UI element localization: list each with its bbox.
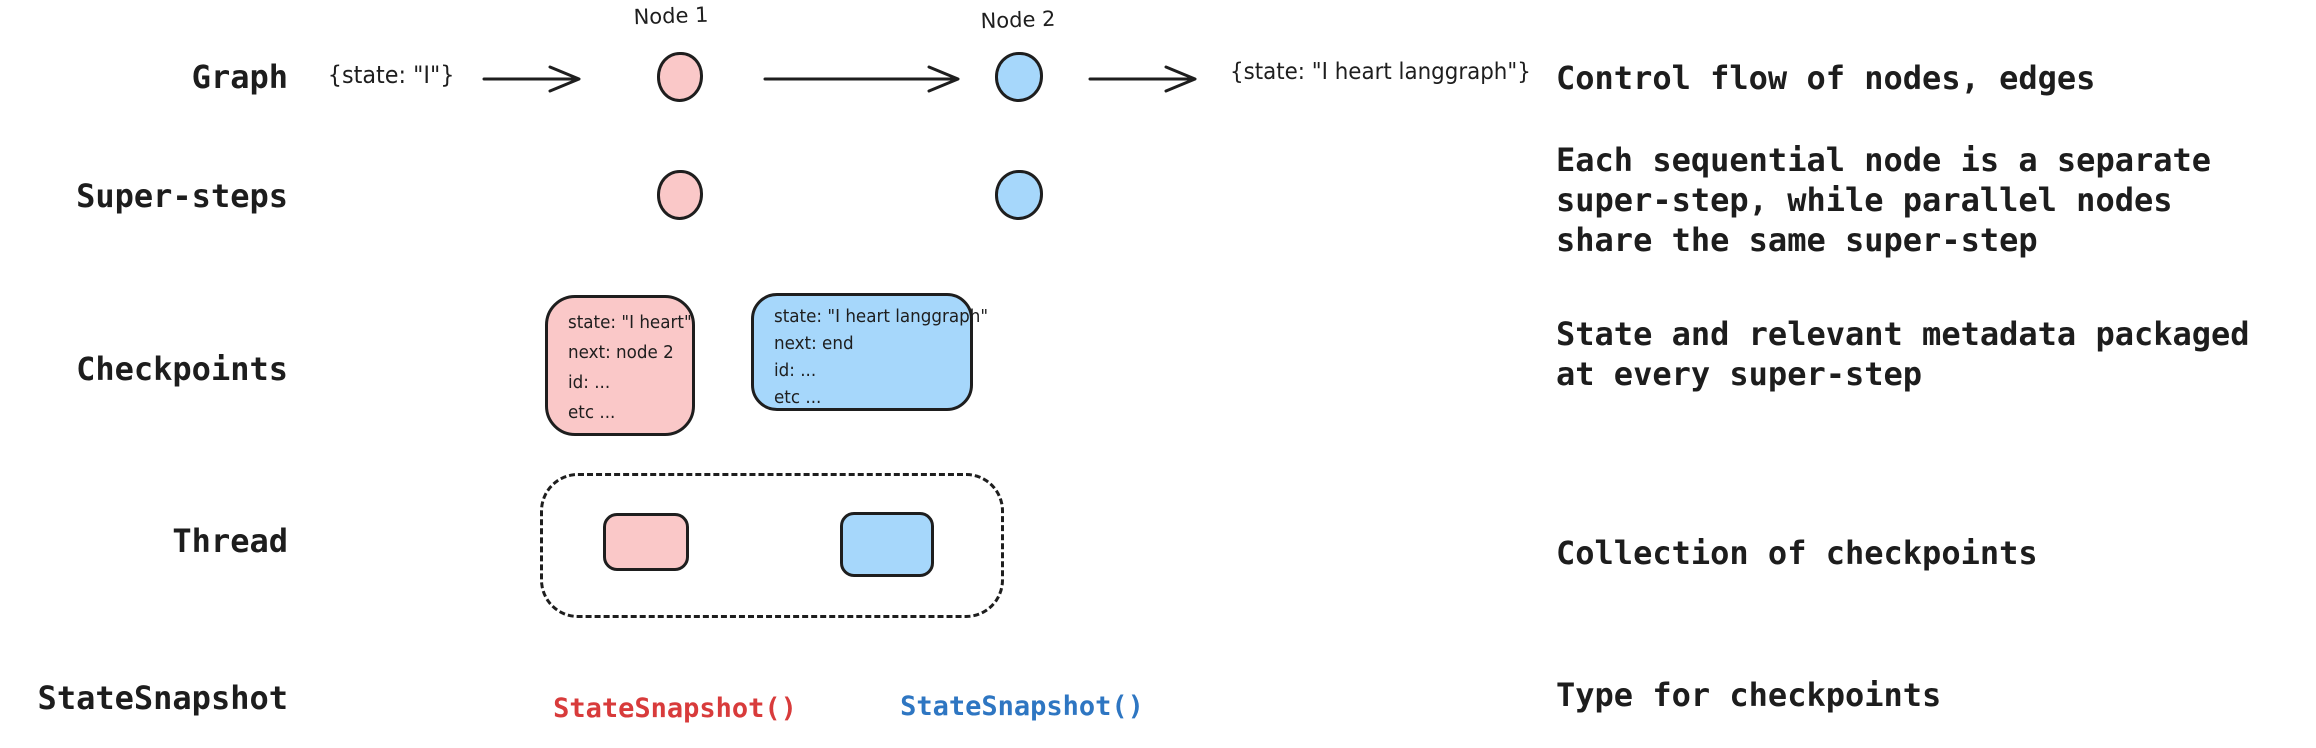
desc-graph-line: Control flow of nodes, edges (1556, 59, 2096, 97)
row-label-super-steps: Super-steps (76, 177, 288, 215)
arrow-node2-to-output (1088, 65, 1197, 93)
checkpoint-1-line: state: "I heart" (568, 312, 692, 333)
checkpoint-1-line: next: node 2 (568, 342, 674, 363)
desc-super-steps: Each sequential node is a separate super… (1556, 140, 2211, 260)
checkpoint-2-box: state: "I heart langgraph" next: end id:… (751, 293, 989, 411)
desc-super-steps-line: super-step, while parallel nodes (1556, 181, 2173, 219)
row-label-graph: Graph (191, 58, 288, 96)
arrow-node1-to-node2 (763, 65, 960, 93)
desc-checkpoints-line: State and relevant metadata packaged (1556, 315, 2250, 353)
node1-label: Node 1 (633, 2, 709, 30)
desc-super-steps-line: Each sequential node is a separate (1556, 141, 2212, 179)
desc-checkpoints: State and relevant metadata packaged at … (1556, 314, 2250, 394)
node1-circle (657, 52, 703, 102)
thread-checkpoint-1-chip (603, 513, 689, 571)
checkpoint-2-line: state: "I heart langgraph" (774, 306, 989, 327)
checkpoint-1-box: state: "I heart" next: node 2 id: ... et… (545, 295, 695, 436)
graph-input-state-text: {state: "I"} (327, 61, 455, 89)
checkpoint-2-line: next: end (774, 333, 854, 354)
row-label-checkpoints: Checkpoints (76, 350, 288, 388)
thread-checkpoint-2-chip (840, 512, 934, 577)
desc-thread-line: Collection of checkpoints (1556, 534, 2038, 572)
desc-super-steps-line: share the same super-step (1556, 221, 2038, 259)
row-label-thread: Thread (172, 522, 288, 560)
checkpoint-2-line: etc ... (774, 387, 822, 408)
thread-container-box (540, 473, 1004, 618)
arrow-input-to-node1 (482, 65, 581, 93)
row-label-statesnapshot: StateSnapshot (37, 679, 288, 717)
desc-checkpoints-line: at every super-step (1556, 355, 1923, 393)
super-step-2-circle (995, 170, 1043, 220)
statesnapshot-call-blue: StateSnapshot() (900, 691, 1144, 722)
desc-graph: Control flow of nodes, edges (1556, 58, 2095, 98)
statesnapshot-call-pink: StateSnapshot() (553, 693, 797, 724)
checkpoint-1-line: id: ... (568, 372, 611, 393)
desc-statesnapshot: Type for checkpoints (1556, 675, 1941, 715)
checkpoint-1-line: etc ... (568, 402, 616, 423)
graph-output-state-text: {state: "I heart langgraph"} (1230, 59, 1531, 85)
desc-statesnapshot-line: Type for checkpoints (1556, 676, 1942, 714)
node2-circle (995, 52, 1043, 102)
checkpoint-2-line: id: ... (774, 360, 817, 381)
desc-thread: Collection of checkpoints (1556, 533, 2038, 573)
node2-label: Node 2 (980, 6, 1056, 34)
super-step-1-circle (657, 170, 703, 220)
